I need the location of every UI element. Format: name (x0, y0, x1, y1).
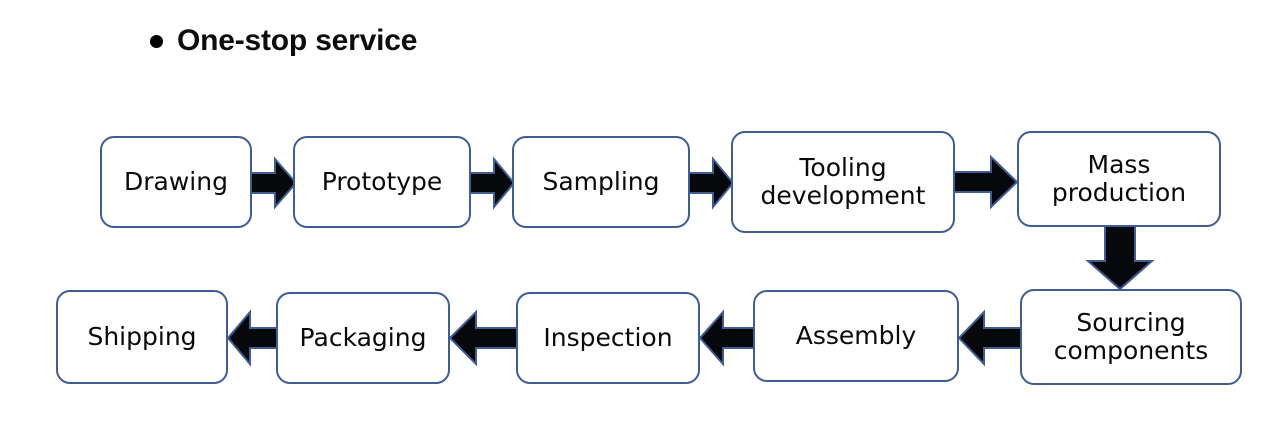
arrow-sampling-to-tooling-development (687, 156, 735, 210)
page-title: One-stop service (150, 26, 417, 56)
node-tooling-development-label: Tooling development (760, 153, 926, 210)
node-drawing-label: Drawing (124, 167, 228, 196)
node-tooling-development[interactable]: Tooling development (731, 131, 955, 233)
arrow-mass-production-to-sourcing-components (1085, 224, 1155, 291)
node-prototype[interactable]: Prototype (293, 136, 471, 228)
arrow-drawing-to-prototype (248, 156, 298, 210)
bullet-dot-icon (150, 34, 163, 48)
node-sourcing-components[interactable]: Sourcing components (1020, 289, 1242, 385)
arrow-prototype-to-sampling (468, 156, 516, 210)
node-mass-production[interactable]: Mass production (1017, 131, 1221, 227)
node-inspection[interactable]: Inspection (516, 292, 700, 384)
node-sampling-label: Sampling (542, 167, 660, 196)
arrow-tooling-development-to-mass-production (952, 154, 1019, 210)
arrow-assembly-to-inspection (698, 309, 757, 367)
node-shipping-label: Shipping (87, 322, 197, 351)
node-sourcing-components-label: Sourcing components (1053, 308, 1209, 365)
node-prototype-label: Prototype (321, 167, 443, 196)
arrow-packaging-to-shipping (226, 309, 281, 367)
page-title-text: One-stop service (177, 24, 418, 57)
node-mass-production-label: Mass production (1051, 150, 1187, 207)
node-assembly-label: Assembly (795, 321, 917, 350)
arrow-sourcing-components-to-assembly (957, 309, 1024, 367)
node-packaging[interactable]: Packaging (276, 292, 450, 384)
node-inspection-label: Inspection (543, 323, 673, 352)
node-drawing[interactable]: Drawing (100, 136, 252, 228)
node-packaging-label: Packaging (299, 323, 427, 352)
node-shipping[interactable]: Shipping (56, 290, 228, 384)
arrow-inspection-to-packaging (448, 309, 519, 367)
node-sampling[interactable]: Sampling (512, 136, 690, 228)
node-assembly[interactable]: Assembly (753, 290, 959, 382)
